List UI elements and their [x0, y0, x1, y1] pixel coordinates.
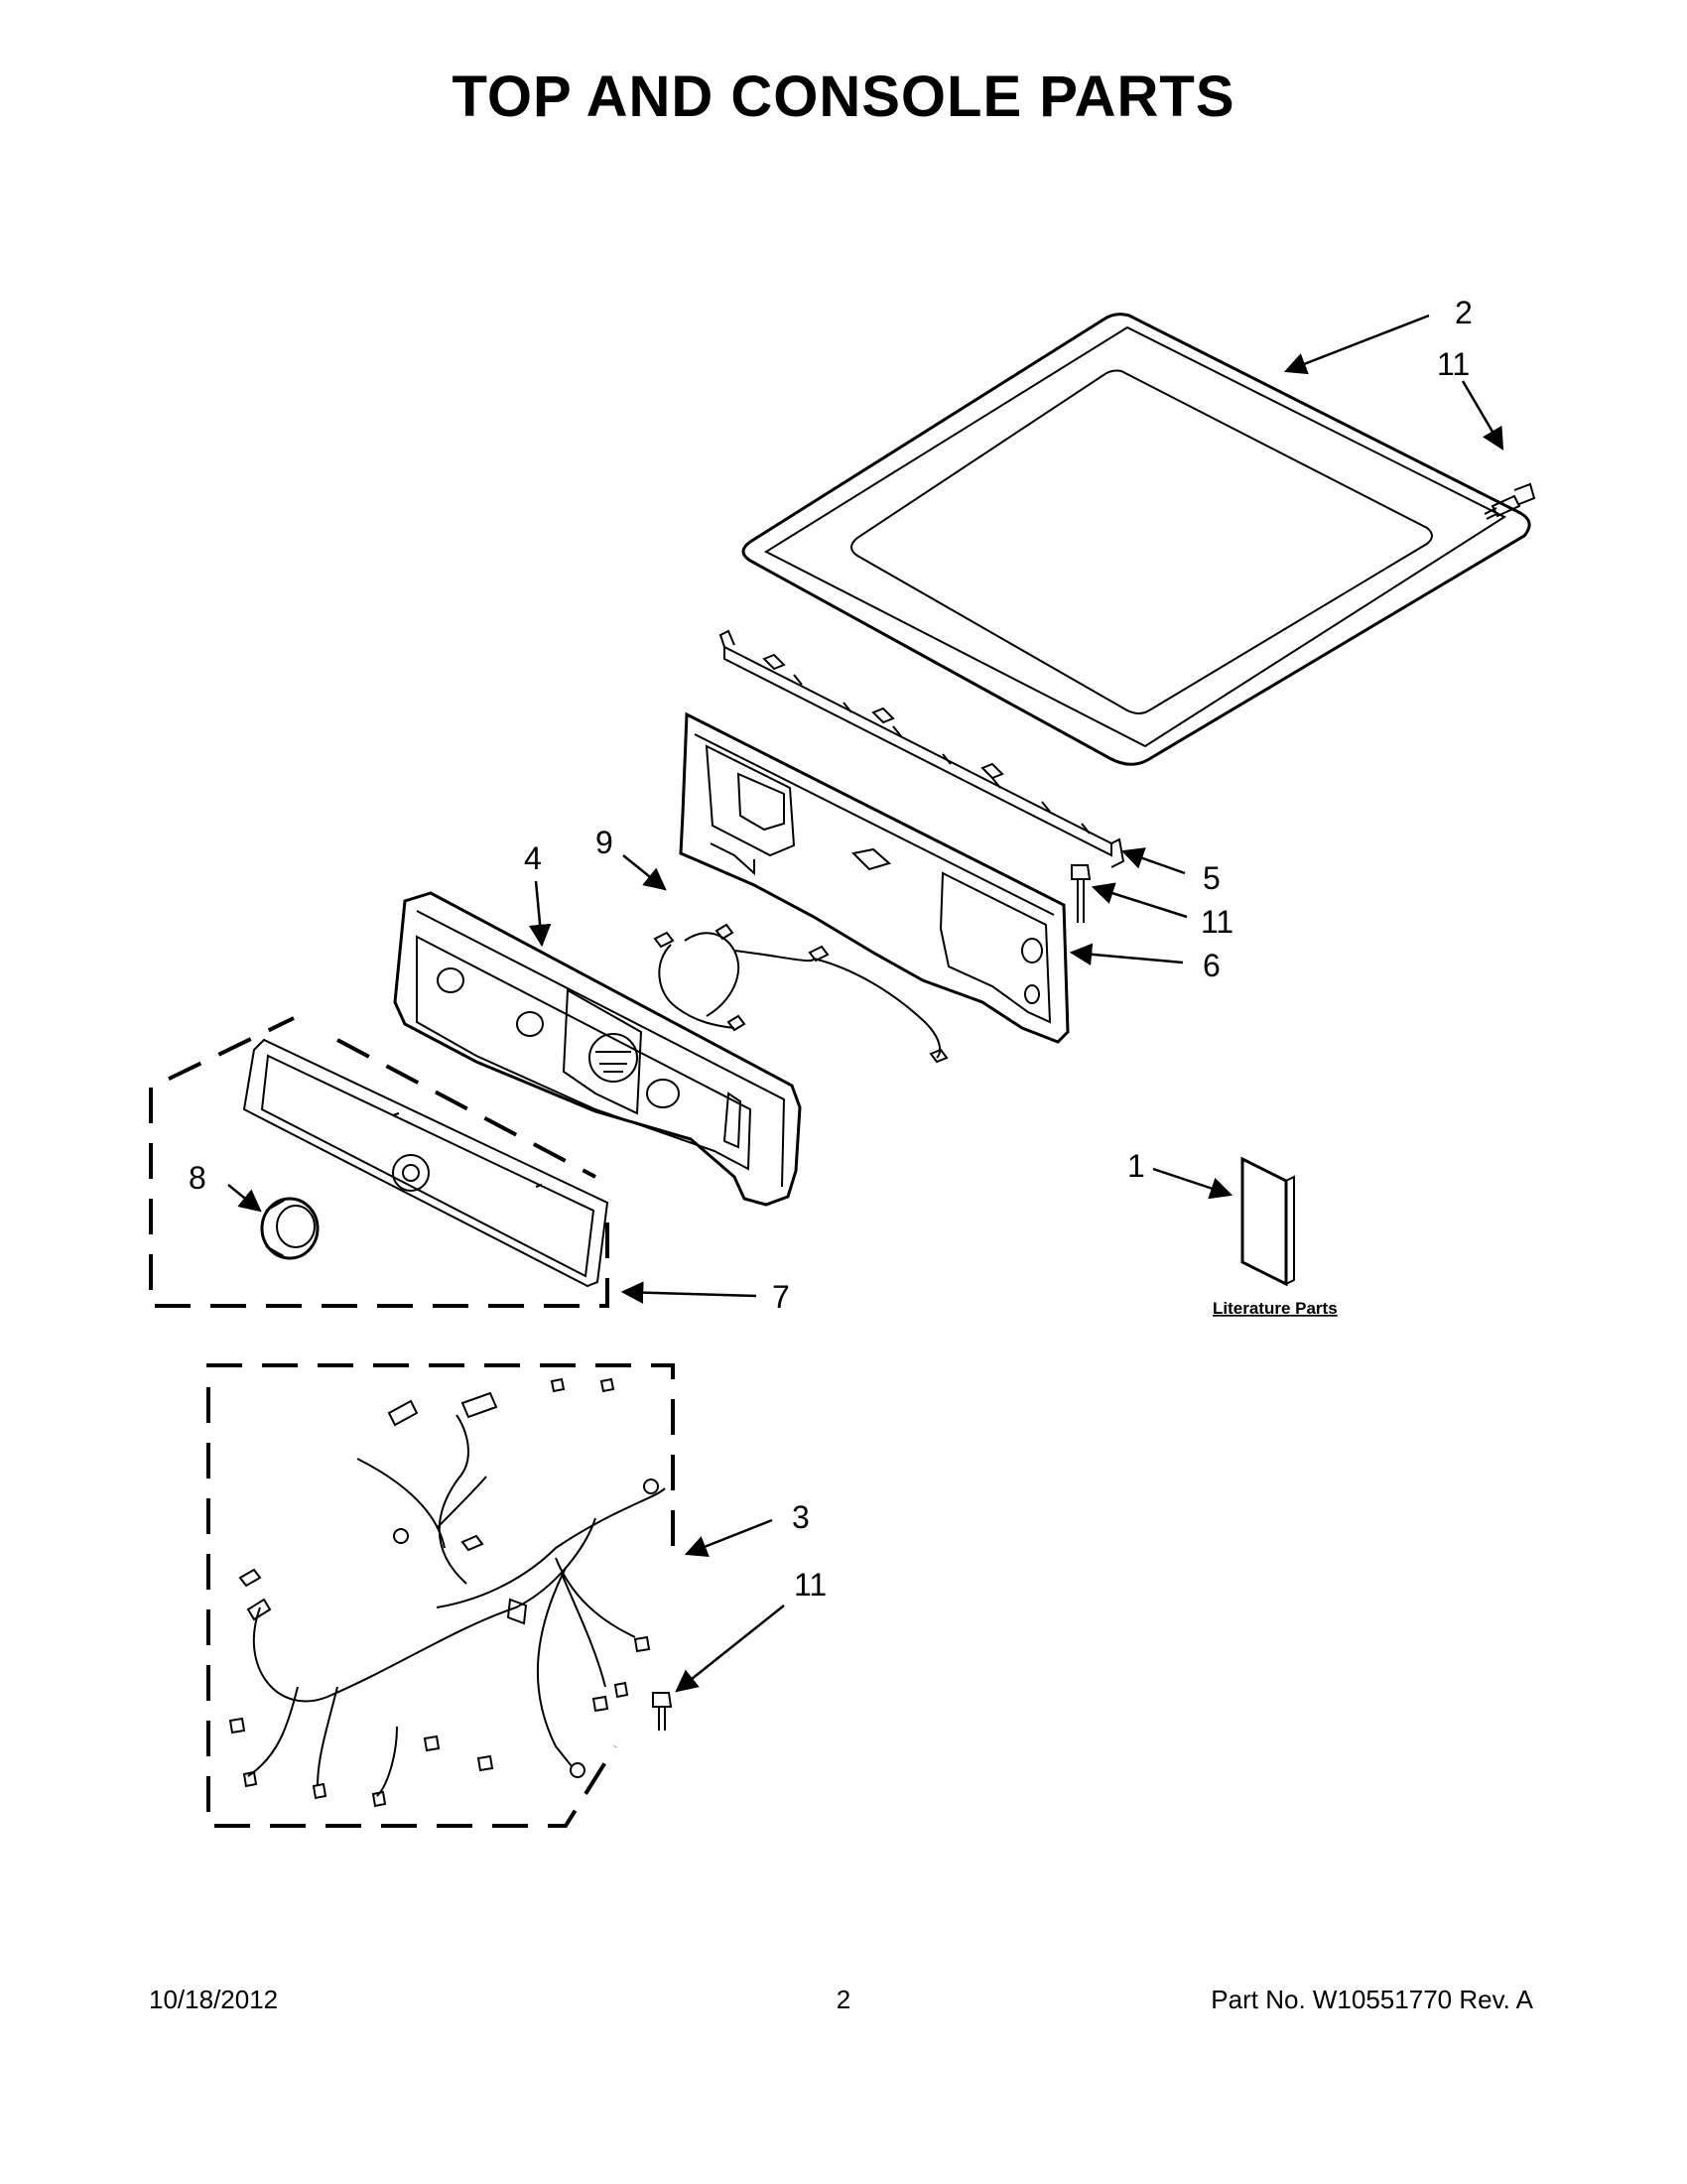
- leader-arrow-3: [684, 1518, 773, 1558]
- leader-arrow-11a: [1461, 380, 1504, 450]
- callout-5: 5: [1203, 860, 1221, 896]
- leader-arrow-2: [1283, 314, 1430, 375]
- dashed-group-boundary-upper-inner: [336, 1038, 596, 1179]
- footer-date: 10/18/2012: [149, 1985, 279, 2014]
- screw-middle: [1071, 864, 1092, 923]
- leader-arrow-1: [1152, 1167, 1233, 1200]
- footer-part-number: Part No. W10551770 Rev. A: [1211, 1985, 1533, 2014]
- control-panel-part: [242, 1038, 609, 1288]
- callout-11-bottom: 11: [794, 1567, 827, 1603]
- console-back-panel-part: [679, 711, 1070, 1044]
- callout-1: 1: [1127, 1148, 1145, 1184]
- knob-part: [260, 1197, 320, 1260]
- callout-2: 2: [1455, 295, 1473, 330]
- callout-3: 3: [792, 1499, 810, 1535]
- callout-6: 6: [1203, 948, 1221, 983]
- leader-arrow-6: [1069, 943, 1184, 966]
- console-fascia-part: [393, 891, 802, 1207]
- leader-arrow-5: [1120, 847, 1186, 875]
- rail-bracket-part: [718, 629, 1125, 868]
- literature-part: [1240, 1156, 1295, 1287]
- page-title: TOP AND CONSOLE PARTS: [452, 64, 1235, 129]
- footer-page-number: 2: [836, 1985, 851, 2014]
- leader-arrow-7: [620, 1281, 757, 1304]
- leader-arrow-8: [227, 1184, 262, 1213]
- callout-9: 9: [595, 825, 613, 860]
- callout-11-middle: 11: [1201, 904, 1233, 940]
- callout-7: 7: [772, 1279, 790, 1315]
- dashed-group-boundary-lower: [206, 1363, 675, 1828]
- main-wire-harness-part: [228, 1377, 666, 1808]
- top-panel-part: [741, 313, 1531, 766]
- leader-arrow-11b: [1091, 882, 1188, 919]
- screw-top-right: [1484, 482, 1536, 520]
- dashed-group-boundary-upper: [149, 1016, 609, 1308]
- leader-arrow-11c: [675, 1605, 785, 1693]
- literature-parts-label: Literature Parts: [1213, 1299, 1338, 1318]
- screw-bottom: [652, 1692, 673, 1731]
- callout-11-top: 11: [1437, 346, 1470, 382]
- leader-arrow-9: [622, 854, 667, 891]
- callout-8: 8: [189, 1160, 206, 1196]
- leader-arrow-4: [528, 880, 552, 948]
- console-wire-part: [653, 923, 949, 1064]
- callout-4: 4: [524, 840, 542, 876]
